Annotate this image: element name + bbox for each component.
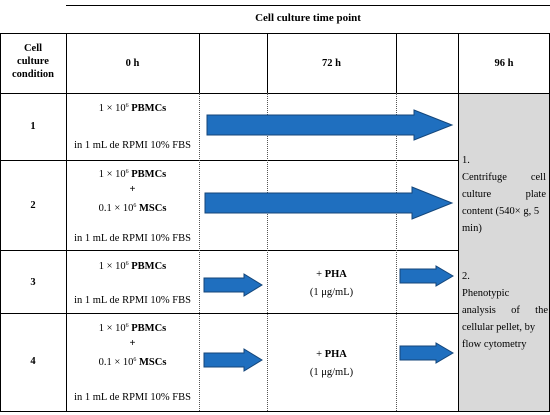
header-top-rule [0,33,550,34]
col-header-condition-line: condition [11,69,54,80]
col-condition-right [66,33,67,411]
step1-note: 1. Centrifuge cell culture plate content… [462,155,546,234]
row3-bottom-rule [0,313,458,314]
col-header-condition-line: culture [17,56,49,67]
step-column-shading [458,93,550,411]
col-header-0h: 0 h [125,58,140,69]
col-96h-left [458,33,459,411]
body-div-2 [267,93,268,411]
top-rule [66,5,550,6]
row-label: 3 [30,277,36,288]
table-bottom-rule [0,411,550,412]
row4-arrow-a [203,348,263,372]
row4-medium: in 1 mL de RPMI 10% FBS [74,392,191,403]
row4-treatment-dose: (1 μg/mL) [309,367,354,378]
row2-medium: in 1 mL de RPMI 10% FBS [74,233,191,244]
col-header-condition: Cell culture condition [0,42,66,81]
row3-treatment: + PHA [316,269,347,280]
col-header-96h: 96 h [494,58,514,69]
body-div-3 [396,93,397,411]
row4-plus: + [129,338,136,349]
row4-arrow-b [399,342,454,364]
col-header-condition-line: Cell [23,43,43,54]
table-top-header: Cell culture time point [255,12,361,24]
row4-msc-amount: 0.1 × 106 MSCs [98,357,167,368]
row4-pbmc-amount: 1 × 106 PBMCs [98,323,167,334]
left-border [0,33,1,411]
header-div-3 [396,33,397,93]
row2-arrow [204,186,454,220]
header-div-2 [267,33,268,93]
row4-treatment: + PHA [316,349,347,360]
row-label: 2 [30,200,36,211]
row1-arrow [206,109,454,141]
row3-arrow-b [399,265,454,287]
row2-bottom-rule [0,250,458,251]
row-label: 1 [30,121,36,132]
body-div-1 [199,93,200,411]
header-bottom-rule [0,93,550,94]
row1-bottom-rule [0,160,458,161]
row2-msc-amount: 0.1 × 106 MSCs [98,203,167,214]
row3-medium: in 1 mL de RPMI 10% FBS [74,295,191,306]
row1-medium: in 1 mL de RPMI 10% FBS [74,140,191,151]
row-label: 4 [30,356,36,367]
row3-treatment-dose: (1 μg/mL) [309,287,354,298]
row2-pbmc-amount: 1 × 106 PBMCs [98,169,167,180]
row2-plus: + [129,184,136,195]
row1-pbmc-amount: 1 × 106 PBMCs [98,103,167,114]
header-div-1 [199,33,200,93]
step2-note: 2. Phenotypic analysis of the cellular p… [462,271,548,350]
col-header-72h: 72 h [322,58,341,69]
row3-arrow-a [203,273,263,297]
row3-pbmc-amount: 1 × 106 PBMCs [98,261,167,272]
